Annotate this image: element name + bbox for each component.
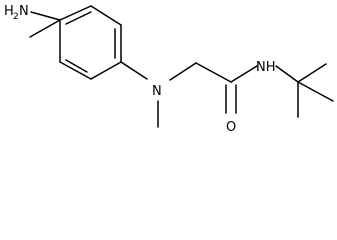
ring-bond-c3-c4 xyxy=(90,5,122,26)
ring-bond-c5-c6 xyxy=(90,61,122,80)
label-nh2-h: H xyxy=(4,4,14,19)
bond-ch2-to-carbonyl xyxy=(195,62,232,83)
ring-bond-c1-c2 xyxy=(29,19,61,38)
bond-cq-methyl-up xyxy=(297,63,327,83)
ring-bond-c2-c3 xyxy=(59,5,92,21)
label-nh2-subscript: 2 xyxy=(13,12,19,22)
benzene-ring xyxy=(29,5,122,80)
bond-cq-methyl-right xyxy=(297,81,334,102)
label-tertiary-n: N xyxy=(152,84,162,99)
molecule-drawing: H 2 N N NH O xyxy=(4,4,334,135)
ring-double-bond-inner-1 xyxy=(65,11,92,25)
ring-double-bond-inner-3 xyxy=(65,59,88,73)
label-amide-nh: NH xyxy=(256,60,276,75)
ring-bond-c6-c7 xyxy=(59,61,92,80)
bond-carbonyl-to-nh xyxy=(230,65,258,83)
bond-ring-to-nh2 xyxy=(30,11,61,21)
label-nh2-n: N xyxy=(19,4,29,19)
bond-n-to-ch2 xyxy=(169,62,197,81)
chemical-structure-diagram: H 2 N N NH O xyxy=(4,4,334,135)
label-nh2: H 2 N xyxy=(4,4,29,22)
label-carbonyl-o: O xyxy=(226,120,236,135)
bond-ring-to-n xyxy=(120,61,148,80)
bond-nh-to-cq xyxy=(275,65,299,83)
